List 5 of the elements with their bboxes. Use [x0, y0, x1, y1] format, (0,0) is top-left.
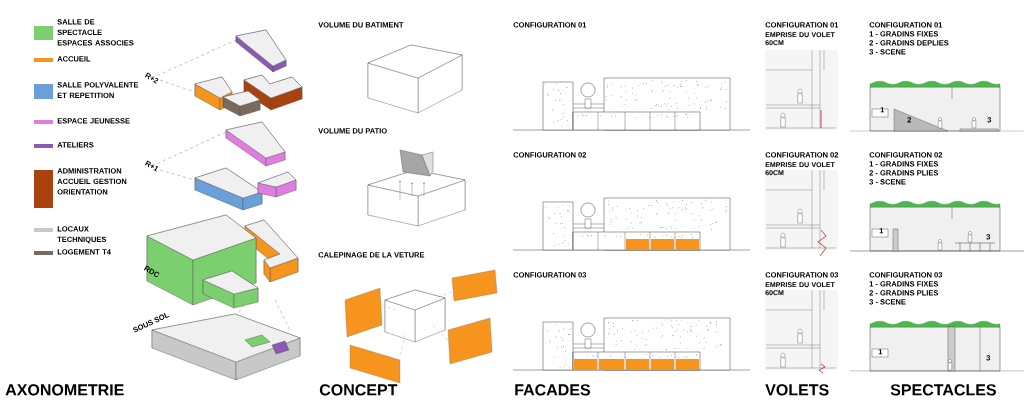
section-heading: CONCEPT [319, 384, 398, 396]
section-heading: AXONOMETRIE [5, 384, 124, 396]
section-heading: SPECTACLES [890, 384, 996, 396]
section-heading: VOLETS [765, 384, 829, 396]
section-heading: FACADES [515, 384, 590, 396]
